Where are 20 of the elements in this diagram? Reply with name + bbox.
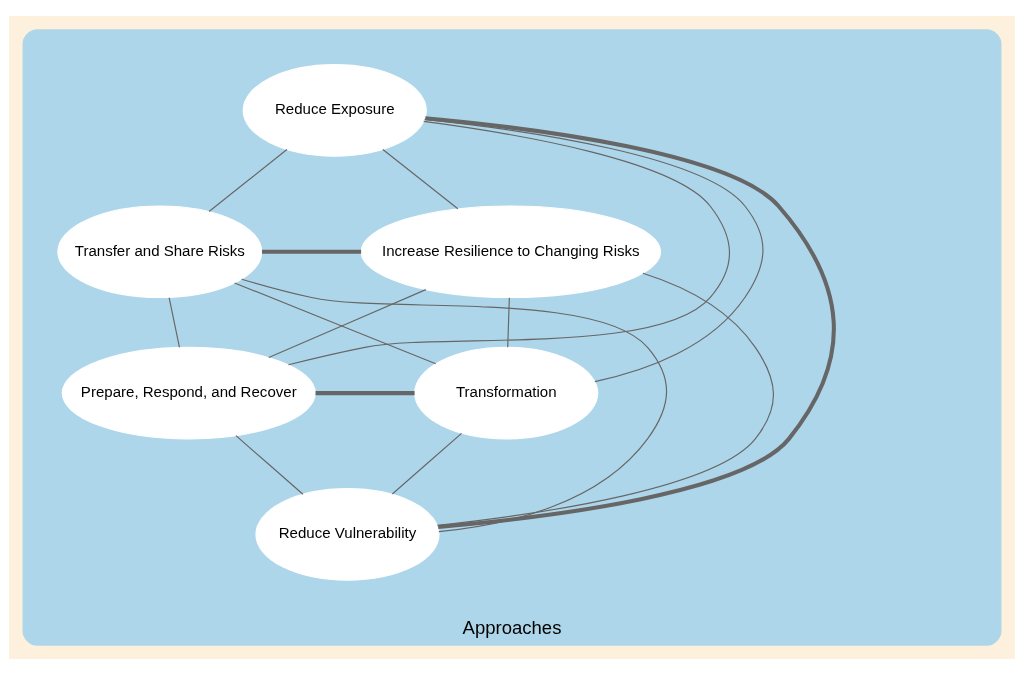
connector: [168, 297, 180, 348]
node-ellipse: Transformation: [413, 346, 598, 440]
node-ellipse: Transfer and Share Risks: [56, 205, 262, 299]
connector: [234, 435, 303, 495]
connector: [240, 278, 667, 533]
connector: [315, 391, 415, 396]
node-ellipse: Prepare, Respond, and Recover: [61, 346, 316, 440]
node-ellipse: Increase Resilience to Changing Risks: [360, 205, 661, 299]
connector: [267, 289, 426, 358]
connector: [424, 116, 836, 530]
node-ellipse: Reduce Vulnerability: [254, 488, 440, 581]
connector: [391, 432, 462, 495]
connector: [233, 282, 436, 365]
connector: [436, 272, 774, 526]
node-ellipse: Reduce Exposure: [242, 64, 427, 157]
connector: [261, 249, 361, 254]
connector: [506, 297, 510, 348]
connector: [208, 149, 287, 213]
connector: [287, 120, 730, 366]
connector: [381, 149, 458, 210]
